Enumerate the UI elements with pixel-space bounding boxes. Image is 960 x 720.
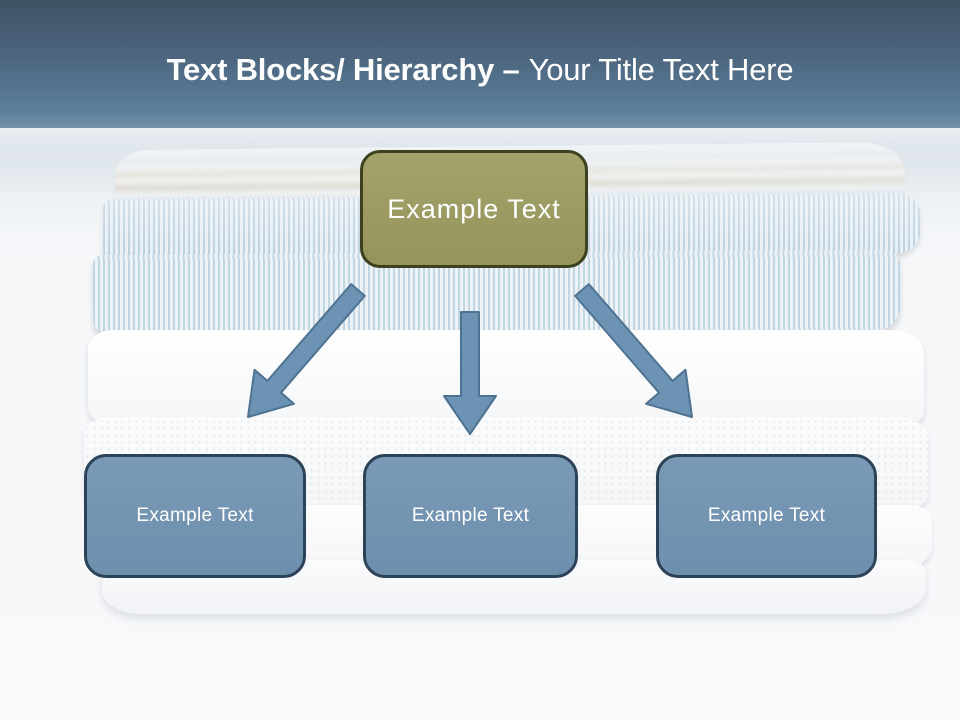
child-text-block-label: Example Text bbox=[411, 505, 530, 526]
child-text-block-label: Example Text bbox=[707, 505, 826, 526]
title-bold-text: Text Blocks/ Hierarchy – bbox=[166, 52, 520, 87]
down-arrow-icon bbox=[443, 311, 497, 435]
child-text-block-label: Example Text bbox=[136, 505, 254, 526]
diagonal-arrow-left-icon bbox=[247, 283, 366, 418]
page-title[interactable]: Text Blocks/ Hierarchy –Your Title Text … bbox=[0, 52, 960, 88]
child-text-block-2[interactable]: Example Text bbox=[363, 454, 578, 578]
diagonal-arrow-right-icon bbox=[574, 283, 693, 418]
root-text-block-label: Example Text bbox=[387, 193, 561, 224]
child-text-block-3[interactable]: Example Text bbox=[656, 454, 877, 578]
child-text-block-1[interactable]: Example Text bbox=[84, 454, 306, 578]
title-placeholder-text: Your Title Text Here bbox=[528, 52, 794, 87]
root-text-block[interactable]: Example Text bbox=[360, 150, 588, 268]
white-cloth-layer bbox=[88, 330, 924, 426]
